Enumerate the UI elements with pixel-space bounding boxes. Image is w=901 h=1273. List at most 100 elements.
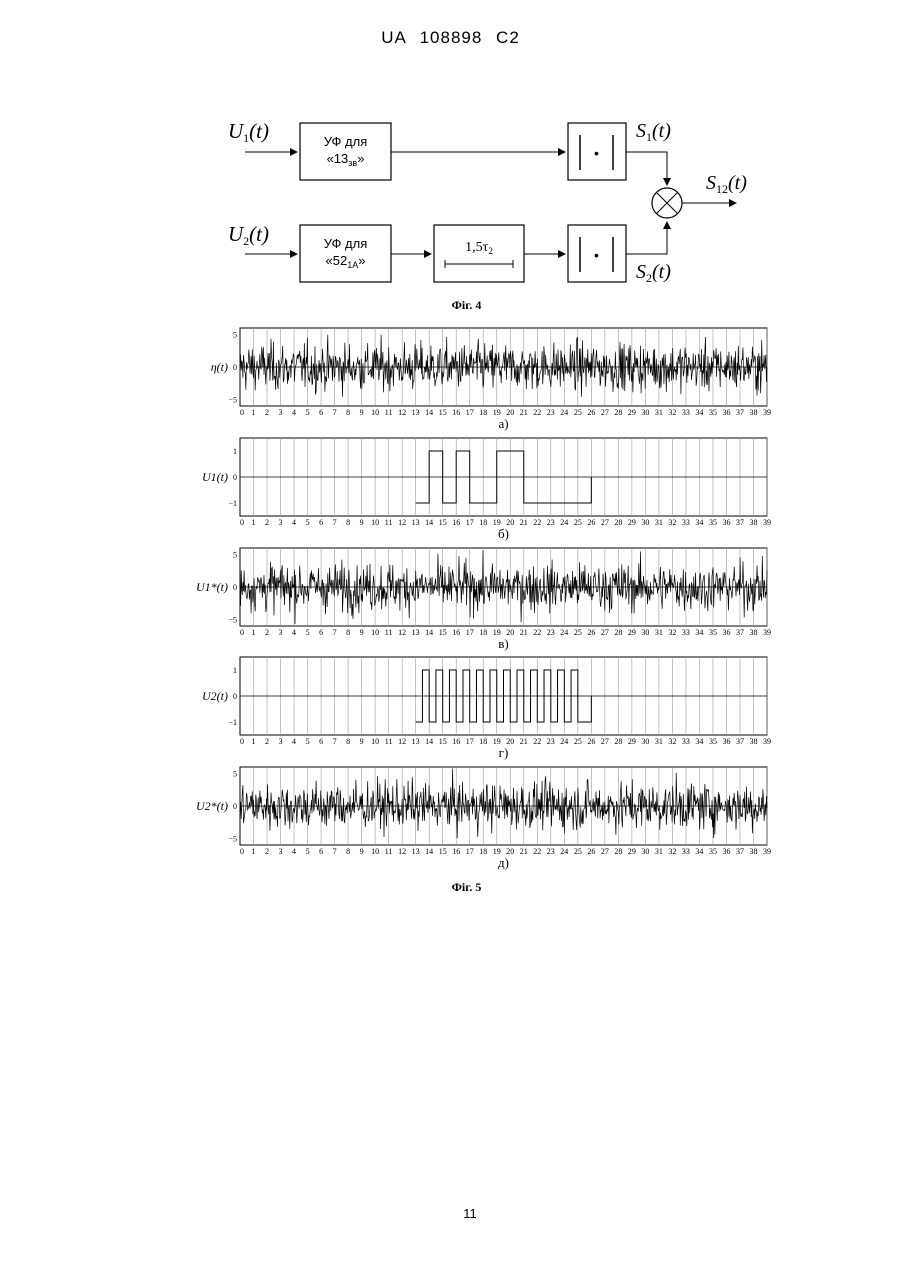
x-tick-label: 14 (425, 518, 433, 527)
subplot-label: г) (499, 745, 509, 760)
y-tick-label: 5 (233, 770, 237, 779)
x-tick-label: 1 (252, 847, 256, 856)
y-tick-label: 0 (233, 583, 237, 592)
x-tick-label: 23 (547, 518, 555, 527)
x-tick-label: 15 (439, 408, 447, 417)
subplot-label: в) (498, 636, 508, 651)
x-tick-label: 22 (533, 518, 541, 527)
y-tick-label: 0 (233, 363, 237, 372)
x-tick-label: 7 (333, 628, 337, 637)
x-tick-label: 38 (749, 408, 757, 417)
x-tick-label: 18 (479, 518, 487, 527)
x-tick-label: 33 (682, 408, 690, 417)
x-tick-label: 24 (560, 408, 568, 417)
x-tick-label: 21 (520, 847, 528, 856)
x-tick-label: 6 (319, 737, 323, 746)
x-tick-label: 1 (252, 628, 256, 637)
x-tick-label: 21 (520, 628, 528, 637)
x-tick-label: 21 (520, 408, 528, 417)
y-tick-label: −5 (228, 396, 237, 405)
x-tick-label: 25 (574, 628, 582, 637)
x-tick-label: 32 (668, 518, 676, 527)
x-tick-label: 23 (547, 408, 555, 417)
x-tick-label: 16 (452, 847, 460, 856)
x-tick-label: 32 (668, 408, 676, 417)
x-tick-label: 1 (252, 737, 256, 746)
y-tick-label: 5 (233, 551, 237, 560)
x-tick-label: 24 (560, 737, 568, 746)
x-tick-label: 17 (466, 847, 474, 856)
x-tick-label: 29 (628, 518, 636, 527)
x-tick-label: 17 (466, 628, 474, 637)
x-tick-label: 36 (722, 737, 730, 746)
x-tick-label: 27 (601, 408, 609, 417)
x-tick-label: 15 (439, 737, 447, 746)
x-tick-label: 6 (319, 408, 323, 417)
x-tick-label: 10 (371, 737, 379, 746)
x-tick-label: 26 (587, 408, 595, 417)
y-axis-label: η(t) (211, 360, 228, 374)
x-tick-label: 3 (279, 628, 283, 637)
y-tick-label: −5 (228, 616, 237, 625)
x-tick-label: 3 (279, 408, 283, 417)
x-tick-label: 4 (292, 408, 296, 417)
x-tick-label: 10 (371, 408, 379, 417)
x-tick-label: 38 (749, 737, 757, 746)
x-tick-label: 2 (265, 518, 269, 527)
y-axis-label: U1*(t) (196, 580, 228, 594)
x-tick-label: 27 (601, 518, 609, 527)
x-tick-label: 39 (763, 518, 771, 527)
x-tick-label: 5 (306, 518, 310, 527)
x-tick-label: 23 (547, 847, 555, 856)
x-tick-label: 11 (385, 518, 393, 527)
subplot-label: б) (498, 526, 509, 541)
x-tick-label: 9 (360, 847, 364, 856)
x-tick-label: 28 (614, 408, 622, 417)
x-tick-label: 32 (668, 737, 676, 746)
x-tick-label: 11 (385, 847, 393, 856)
fig5-caption: Фіг. 5 (0, 880, 901, 895)
x-tick-label: 34 (695, 737, 703, 746)
x-tick-label: 28 (614, 628, 622, 637)
x-tick-label: 14 (425, 628, 433, 637)
x-tick-label: 25 (574, 737, 582, 746)
x-tick-label: 12 (398, 408, 406, 417)
x-tick-label: 33 (682, 628, 690, 637)
y-tick-label: 0 (233, 802, 237, 811)
x-tick-label: 36 (722, 518, 730, 527)
x-tick-label: 39 (763, 628, 771, 637)
x-tick-label: 37 (736, 737, 744, 746)
x-tick-label: 18 (479, 737, 487, 746)
x-tick-label: 17 (466, 737, 474, 746)
x-tick-label: 5 (306, 847, 310, 856)
x-tick-label: 3 (279, 518, 283, 527)
x-tick-label: 2 (265, 408, 269, 417)
x-tick-label: 10 (371, 847, 379, 856)
x-tick-label: 34 (695, 847, 703, 856)
x-tick-label: 31 (655, 628, 663, 637)
x-tick-label: 6 (319, 847, 323, 856)
x-tick-label: 8 (346, 518, 350, 527)
x-tick-label: 7 (333, 737, 337, 746)
x-tick-label: 31 (655, 847, 663, 856)
x-tick-label: 10 (371, 518, 379, 527)
x-tick-label: 29 (628, 737, 636, 746)
x-tick-label: 36 (722, 408, 730, 417)
x-tick-label: 29 (628, 628, 636, 637)
x-tick-label: 16 (452, 737, 460, 746)
x-tick-label: 1 (252, 408, 256, 417)
x-tick-label: 2 (265, 737, 269, 746)
x-tick-label: 36 (722, 628, 730, 637)
x-tick-label: 30 (641, 628, 649, 637)
x-tick-label: 4 (292, 628, 296, 637)
x-tick-label: 14 (425, 737, 433, 746)
x-tick-label: 26 (587, 518, 595, 527)
x-tick-label: 17 (466, 408, 474, 417)
x-tick-label: 9 (360, 737, 364, 746)
x-tick-label: 18 (479, 847, 487, 856)
x-tick-label: 38 (749, 628, 757, 637)
x-tick-label: 9 (360, 518, 364, 527)
y-tick-label: 1 (233, 666, 237, 675)
x-tick-label: 30 (641, 408, 649, 417)
